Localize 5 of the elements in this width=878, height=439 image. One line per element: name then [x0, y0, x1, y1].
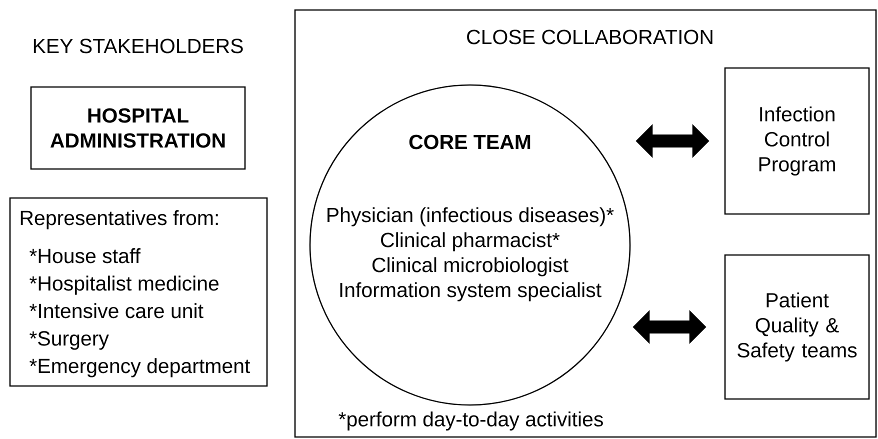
heading: KEY STAKEHOLDERS [34, 38, 243, 54]
text-box: Patient Quality & Safety teams [724, 254, 870, 400]
list-box: Representatives from: *House staff *Hospitalist medicine *Intensive care unit *Surgery *Emergency department [9, 197, 268, 387]
text-box: Infection Control Program [724, 67, 870, 215]
text-box: HOSPITAL ADMINISTRATION [30, 86, 246, 170]
